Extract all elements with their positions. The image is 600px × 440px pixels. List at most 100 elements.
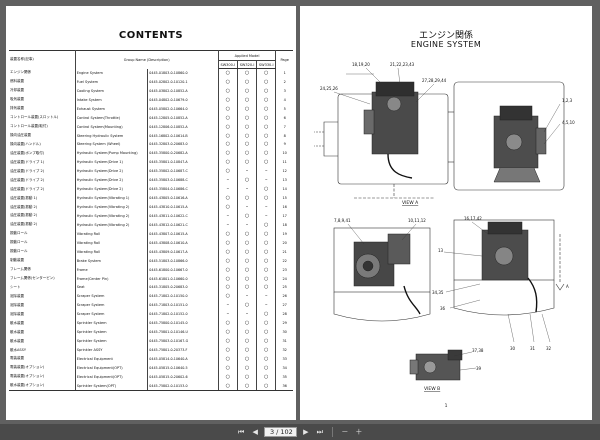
callout-mid-8: 31	[530, 346, 536, 351]
next-page-icon[interactable]: ▶	[303, 428, 309, 436]
row-model-3-mark: ○	[256, 309, 277, 319]
row-name-jp: 操向油圧装置	[9, 131, 76, 140]
current-page-input[interactable]: 3	[270, 428, 275, 436]
row-part-number: 0445-35801-0-10847-A	[147, 157, 219, 167]
row-model-2-mark: –	[237, 220, 258, 230]
row-name-jp: 散水ASSY	[9, 345, 76, 355]
row-model-3-mark: ○	[256, 122, 277, 132]
row-part-number: 0445-35804-0-10686-C	[147, 184, 219, 194]
row-part-number: 0445-75801-0-10146-U	[147, 327, 219, 337]
row-name-en: Hydraulic System(Drive 1)	[75, 157, 149, 167]
zoom-out-icon[interactable]: －	[341, 428, 349, 436]
row-model-3-mark: ○	[256, 131, 277, 140]
row-part-number: 0445-03802-0-10852-A	[147, 86, 219, 96]
row-part-number: 0445-71803-0-10151-0	[147, 300, 219, 310]
row-part-number: 0445-04802-0-10679-0	[147, 95, 219, 105]
first-page-icon[interactable]: ⏮	[238, 427, 245, 436]
row-page-number: 17	[282, 213, 287, 218]
row-model-2-mark: ○	[237, 238, 258, 248]
row-model-3-mark: ○	[256, 363, 277, 373]
row-name-en: Control System(Mounting)	[75, 122, 149, 132]
row-name-en: Hydraulic System(Vibrating 1)	[75, 193, 149, 203]
row-model-2-mark: ○	[237, 140, 258, 149]
row-model-1-mark: ○	[218, 140, 238, 149]
header-page: Page	[275, 50, 293, 69]
row-name-jp: 電装装置(オプション)	[9, 363, 76, 373]
row-page-number: 33	[282, 356, 287, 361]
zoom-in-icon[interactable]: ＋	[355, 428, 363, 436]
row-model-1-mark: ○	[218, 229, 238, 239]
row-model-2-mark: ○	[237, 345, 258, 355]
row-name-en: Electrical Equipment(OPT)	[75, 372, 149, 382]
row-part-number: 0445-51803-0-10866-0	[147, 256, 219, 266]
row-model-3-mark: ○	[256, 104, 277, 114]
row-name-jp: フレーム関係	[9, 265, 76, 275]
row-model-3-mark: –	[256, 291, 277, 301]
row-part-number: 0445-16802-0-10614-B	[147, 131, 219, 140]
row-model-3-mark: ○	[256, 148, 277, 158]
row-part-number: 0445-05802-0-10664-0	[147, 104, 219, 114]
row-name-en: Hydraulic System(Pump Mounting)	[75, 148, 149, 158]
row-page-number: 6	[283, 115, 286, 120]
row-part-number: 0445-43808-0-10610-A	[147, 238, 219, 248]
row-page-number: 34	[282, 365, 287, 370]
header-model-1: SW300-I	[218, 60, 238, 69]
row-model-2-mark: ○	[237, 318, 258, 328]
row-page-number: 22	[282, 258, 287, 263]
engine-rear-view	[481, 221, 538, 313]
row-page-number: 23	[282, 267, 287, 272]
row-name-jp: エンジン関係	[9, 68, 76, 78]
row-model-2-mark: ○	[237, 300, 258, 310]
callout-top-3: 24,25,26	[320, 86, 338, 91]
row-part-number: 0445-75800-0-10145-0	[147, 318, 219, 328]
callout-mid-1: 7,8,9,41	[334, 218, 351, 223]
engine-system-page: エンジン関係 ENGINE SYSTEM	[300, 6, 592, 420]
callout-top-5: 1,2,3	[562, 98, 573, 103]
row-model-1-mark: ○	[218, 247, 238, 257]
toolbar-divider	[331, 427, 333, 437]
callout-mid-4: 13	[438, 248, 444, 253]
last-page-icon[interactable]: ⏭	[316, 427, 323, 436]
view-a-label: VIEW A	[402, 200, 419, 206]
row-part-number: 0445-71802-0-10152-0	[147, 309, 219, 319]
row-model-1-mark: –	[218, 175, 238, 185]
row-model-2-mark: ○	[237, 122, 258, 132]
row-model-1-mark: ○	[218, 345, 238, 355]
callout-mid-6: 36	[440, 306, 446, 311]
row-name-en: Exhaust System	[75, 104, 149, 114]
table-row: 油圧装置(ドライブ 2)Hydraulic System(Drive 2)044…	[9, 184, 293, 194]
row-name-en: Vibrating Roll	[75, 247, 149, 257]
row-part-number: 0445-61800-0-10667-0	[147, 265, 219, 275]
row-model-2-mark: ○	[237, 131, 258, 140]
row-name-en: Scraper System	[75, 291, 149, 301]
table-row: コントロール装置(取付)Control System(Mounting)0445…	[9, 122, 293, 132]
row-model-2-mark: –	[237, 291, 258, 301]
row-model-3-mark: –	[256, 300, 277, 310]
row-page-number: 10	[282, 151, 287, 156]
callout-mid-2: 10,11,12	[408, 218, 426, 223]
page-indicator[interactable]: 3 / 102	[264, 427, 297, 437]
row-name-en: Brake System	[75, 256, 149, 266]
row-name-en: Intake System	[75, 95, 149, 105]
row-model-3-mark: ○	[256, 345, 277, 355]
row-part-number: 0445-35803-0-10688-C	[147, 175, 219, 185]
row-name-jp: 油圧装置(振動 2)	[9, 211, 76, 221]
contents-table: 装置名称(記事) Group Name (Description) Applie…	[9, 50, 293, 391]
row-part-number: 0445-02802-0-10120-1	[147, 77, 219, 87]
table-row: 油圧装置(振動 2)Hydraulic System(Vibrating 2)0…	[9, 211, 293, 221]
row-name-en: Scraper System	[75, 309, 149, 319]
row-part-number: 0445-43809-0-10617-A	[147, 247, 219, 257]
row-page-number: 9	[283, 142, 286, 147]
row-model-3-mark: ○	[256, 354, 277, 364]
row-name-jp: フレーム関係(センターピン)	[9, 274, 76, 283]
row-page-number: 11	[282, 160, 287, 165]
row-page-number: 24	[282, 276, 287, 281]
row-name-jp: 油圧装置(振動 2)	[9, 202, 76, 212]
row-model-3-mark: ○	[256, 229, 277, 239]
prev-page-icon[interactable]: ◀	[252, 428, 258, 436]
